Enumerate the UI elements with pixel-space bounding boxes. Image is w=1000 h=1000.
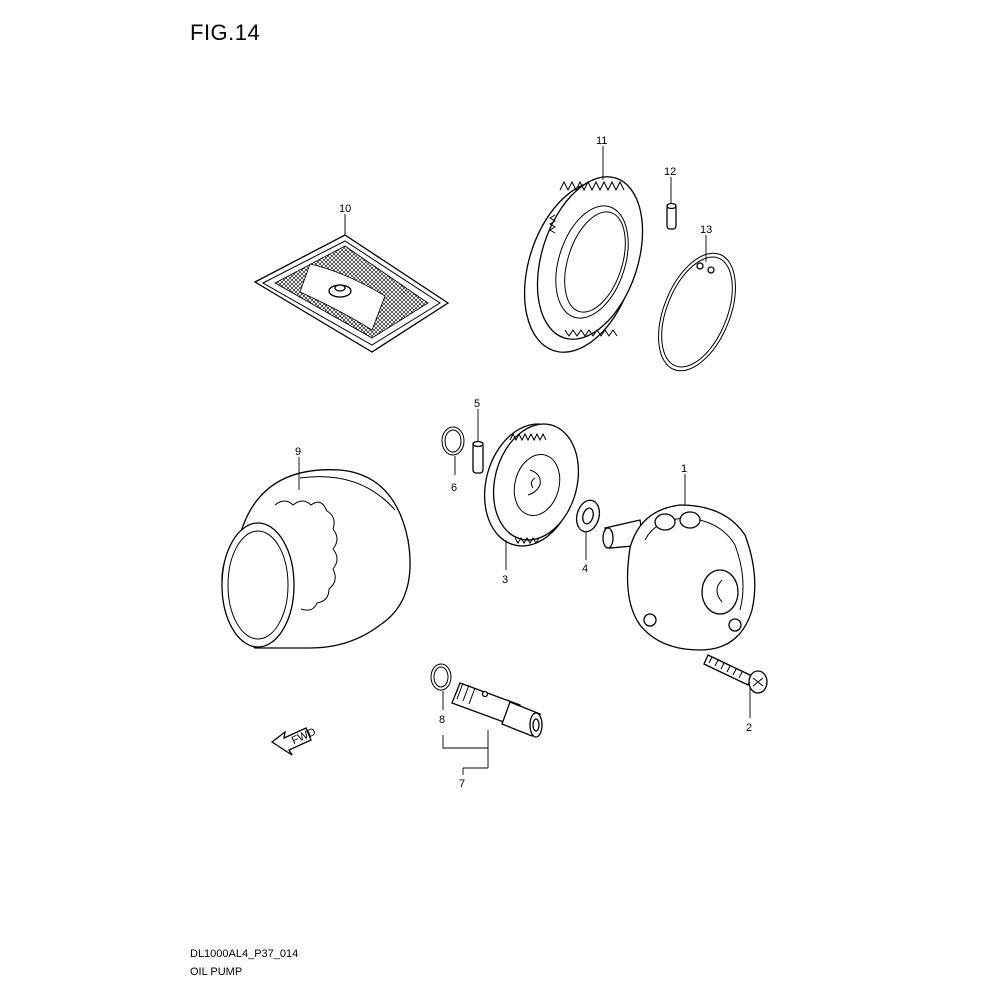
- callout-13: 13: [700, 224, 712, 236]
- o-ring-part[interactable]: [430, 663, 452, 691]
- callout-5: 5: [474, 398, 480, 410]
- oil-pump-drive-gear-part[interactable]: [471, 414, 590, 557]
- union-bolt-part[interactable]: [451, 682, 543, 738]
- callout-11: 11: [596, 135, 607, 147]
- callout-labels: 10 11 12 13 5 6 9 1 3 4 2 8 7: [295, 135, 752, 790]
- callout-3: 3: [502, 574, 508, 586]
- callout-9: 9: [295, 446, 301, 458]
- forward-direction-arrow: FWD: [270, 726, 318, 756]
- washer-part[interactable]: [573, 498, 603, 535]
- pin-part[interactable]: [472, 440, 484, 474]
- callout-4: 4: [582, 563, 588, 575]
- callout-7: 7: [459, 778, 465, 790]
- circlip-part[interactable]: [643, 242, 751, 382]
- dowel-pin-part[interactable]: [666, 202, 677, 230]
- callout-6: 6: [451, 482, 457, 494]
- callout-12: 12: [664, 166, 676, 178]
- callout-8: 8: [439, 714, 445, 726]
- diagram-name: OIL PUMP: [190, 966, 243, 978]
- screw-part[interactable]: [703, 654, 768, 694]
- oil-pump-assembly-part[interactable]: [602, 504, 756, 651]
- oil-pump-driven-gear-part[interactable]: [504, 163, 661, 366]
- callout-10: 10: [339, 203, 351, 215]
- figure-title: FIG.14: [190, 20, 261, 45]
- diagram-code: DL1000AL4_P37_014: [190, 948, 299, 960]
- leader-lines: [298, 146, 751, 775]
- small-circlip-part[interactable]: [441, 426, 465, 456]
- callout-2: 2: [746, 722, 752, 734]
- oil-strainer-part[interactable]: [253, 234, 450, 353]
- oil-filter-part[interactable]: [221, 469, 411, 649]
- callout-1: 1: [681, 463, 687, 475]
